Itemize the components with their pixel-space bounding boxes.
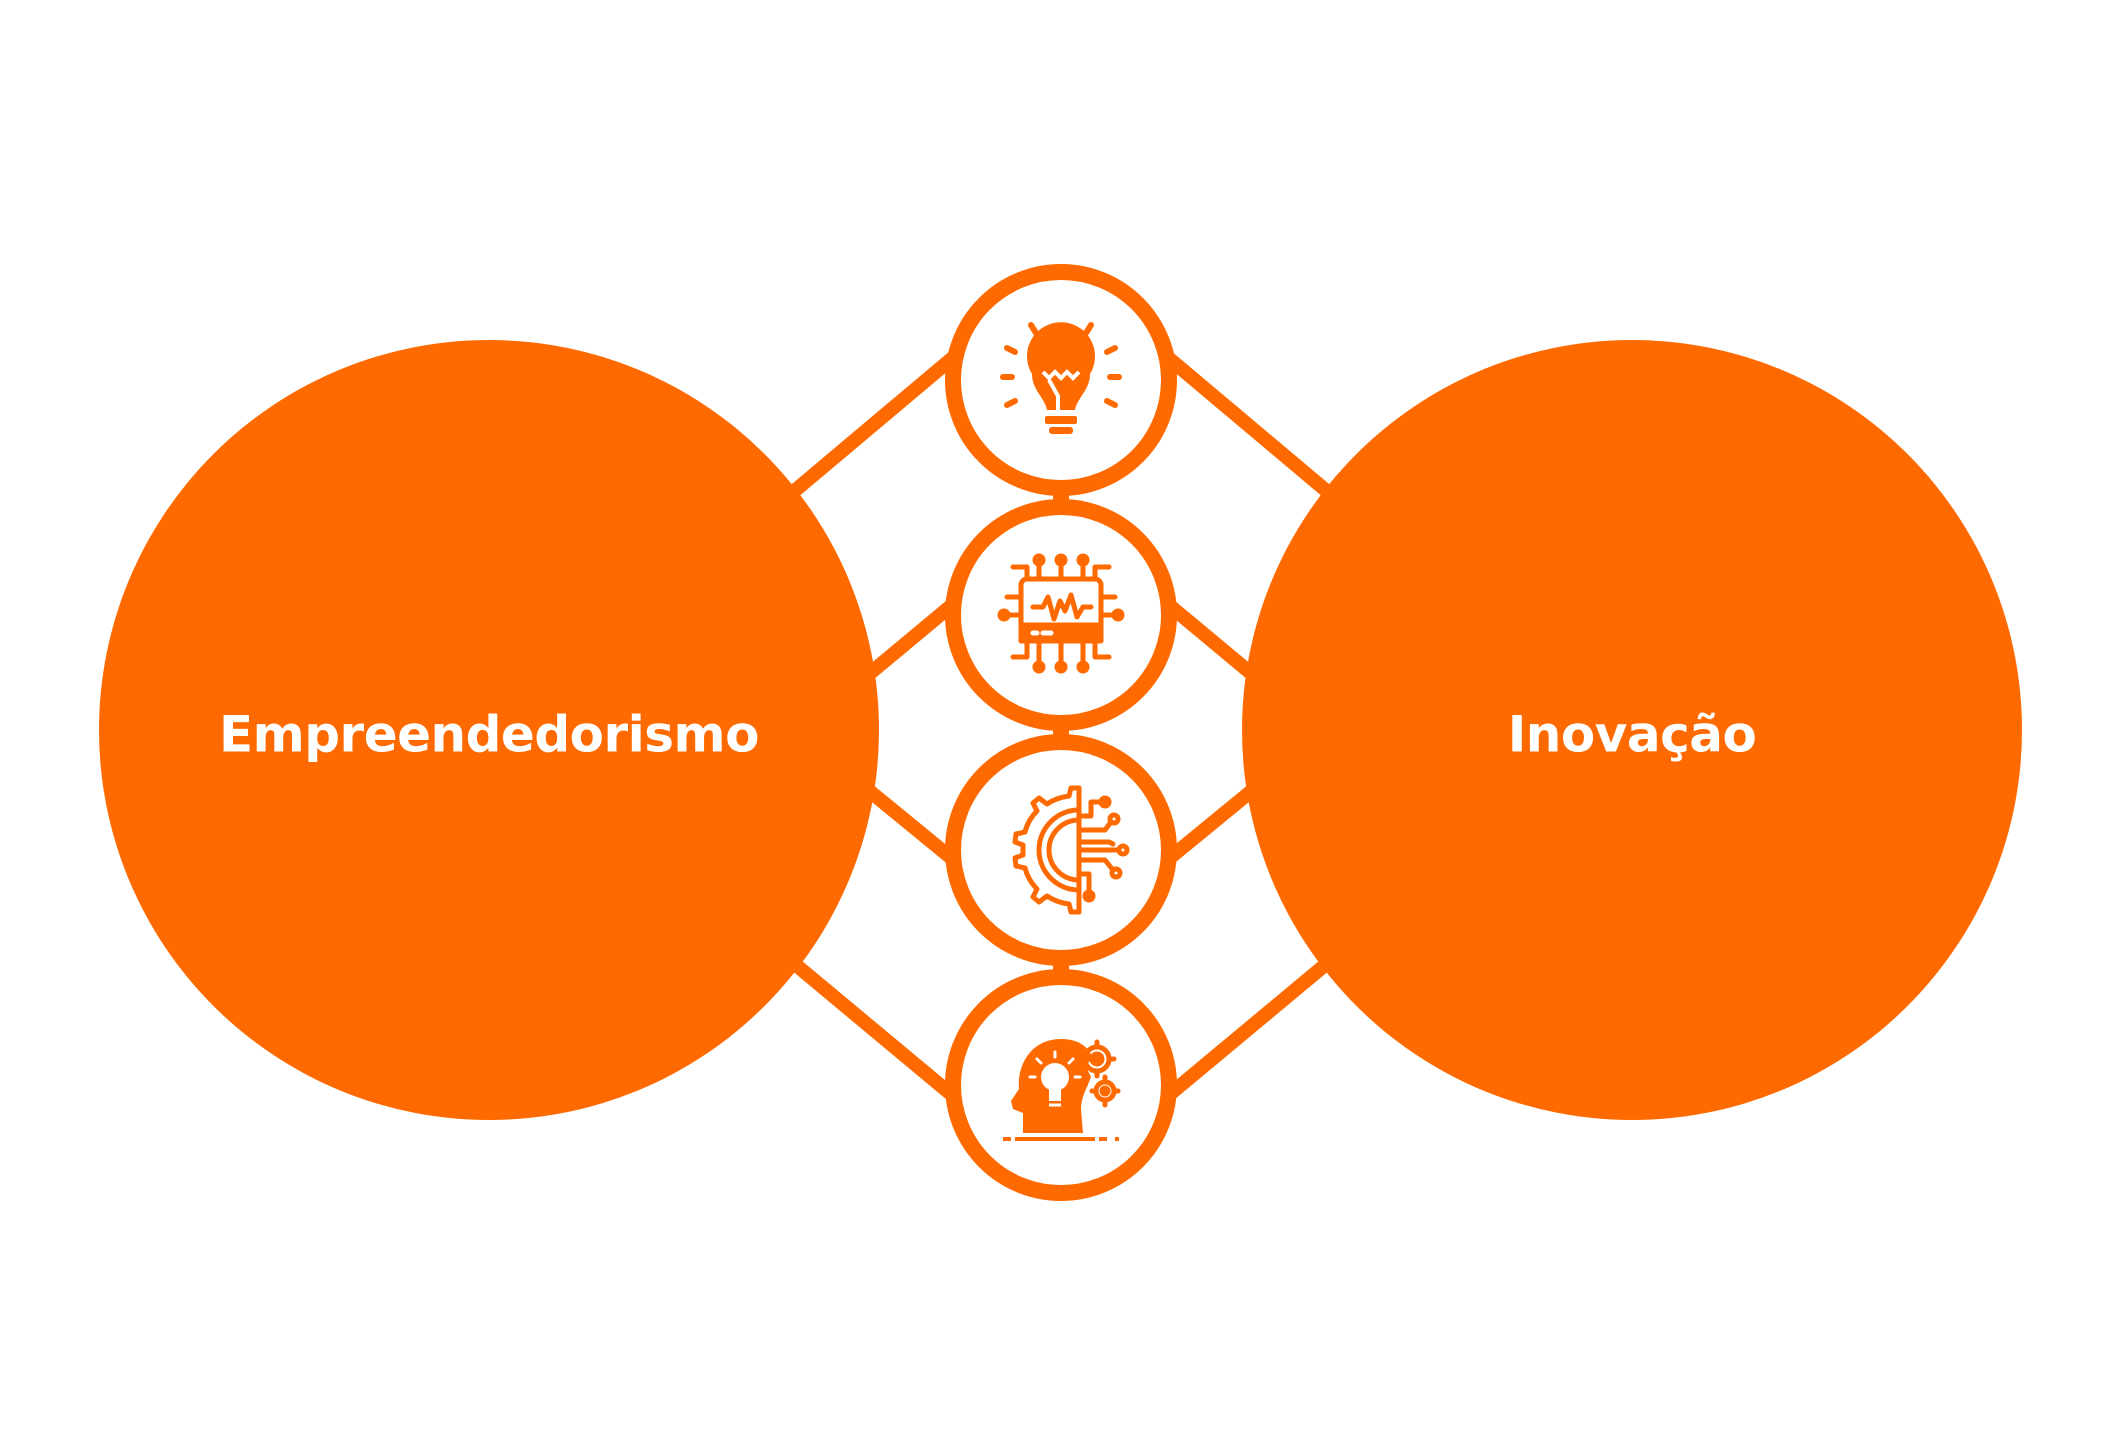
node-2-circle <box>945 499 1177 731</box>
gear-circuit-icon <box>1012 785 1130 915</box>
left-concept-circle <box>99 340 879 1120</box>
left-concept: Empreendedorismo <box>99 340 879 1120</box>
head-idea-gears-icon <box>1003 1039 1121 1141</box>
node-3-circle <box>945 734 1177 966</box>
left-concept-label: Empreendedorismo <box>219 706 759 764</box>
circuit-chip-icon <box>997 553 1125 674</box>
node-joint-3 <box>1053 956 1069 976</box>
right-concept-circle <box>1242 340 2022 1120</box>
node-joint-1 <box>1053 486 1069 506</box>
node-joint-2 <box>1053 721 1069 741</box>
right-concept-label: Inovação <box>1508 706 1757 764</box>
right-concept: Inovação <box>1242 340 2022 1120</box>
lightbulb-icon <box>1000 322 1122 434</box>
